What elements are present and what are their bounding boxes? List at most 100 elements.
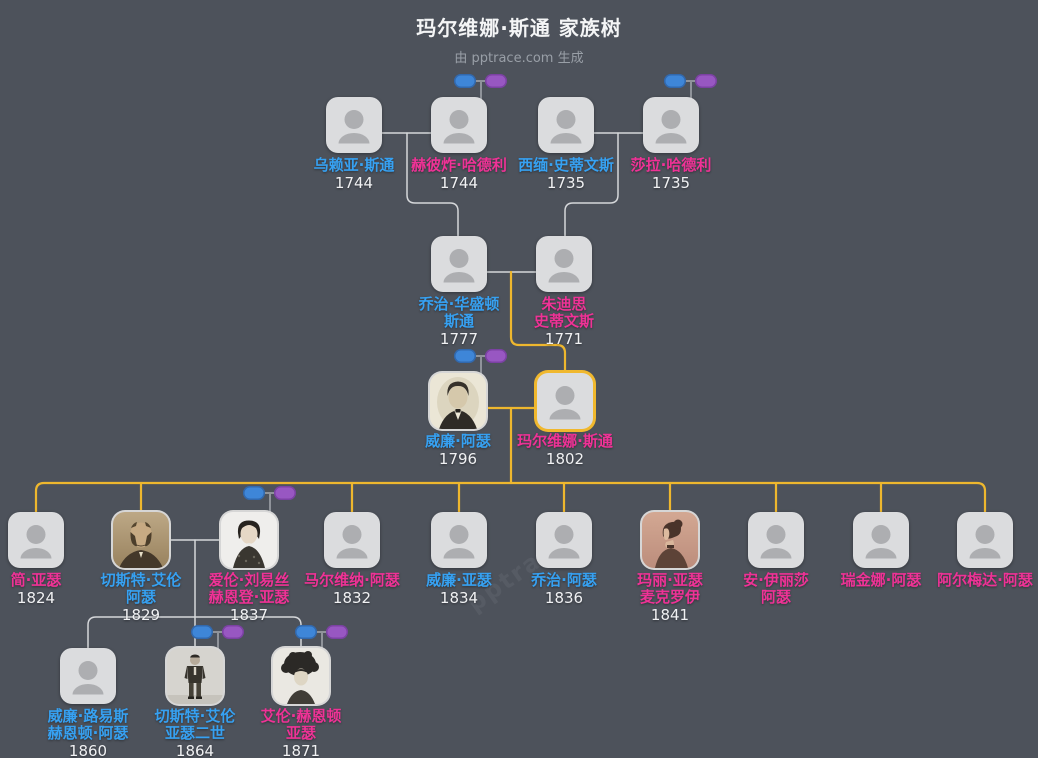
sepia-man-portrait[interactable] — [113, 512, 169, 568]
person-name: 爱伦·刘易丝赫恩登·亚瑟 — [209, 572, 290, 606]
engraved-man-portrait[interactable] — [430, 373, 486, 429]
person-name-line: 乌赖亚·斯通 — [313, 156, 395, 174]
relation-connector-line — [406, 132, 459, 237]
husband-pill-icon — [664, 74, 686, 88]
person-name-line: 麦克罗伊 — [639, 588, 700, 606]
person-name-line: 赫恩顿·阿瑟 — [47, 724, 129, 742]
person-avatar-placeholder-icon[interactable] — [536, 512, 592, 568]
marriage-link-bar — [474, 80, 488, 82]
lineage-connector-line — [509, 270, 567, 375]
wife-pill-icon — [222, 625, 244, 639]
person-avatar-placeholder-icon[interactable] — [60, 648, 116, 704]
marriage-link-stem — [269, 493, 271, 517]
person-name: 威廉·亚瑟 — [426, 572, 492, 589]
person-name: 乔治·阿瑟 — [531, 572, 597, 589]
person-name-line: 威廉·阿瑟 — [425, 432, 491, 450]
marriage-link-stem — [480, 81, 482, 105]
person-name: 阿尔梅达·阿瑟 — [937, 572, 1033, 589]
page-title: 玛尔维娜·斯通 家族树 — [416, 16, 622, 40]
person-name-line: 阿瑟 — [125, 588, 156, 606]
person-name: 西缅·史蒂文斯 — [518, 157, 614, 174]
wife-pill-icon — [274, 486, 296, 500]
person-name-line: 阿瑟 — [760, 588, 791, 606]
wife-pill-icon — [485, 74, 507, 88]
marriage-link-stem — [321, 632, 323, 656]
person-birth-year: 1841 — [650, 606, 690, 624]
person-avatar-placeholder-icon[interactable] — [8, 512, 64, 568]
sepia-woman-profile-portrait[interactable] — [642, 512, 698, 568]
person-name: 乔治·华盛顿斯通 — [419, 296, 500, 330]
person-name-line: 切斯特·艾伦 — [154, 707, 236, 725]
marriage-link-bar — [263, 492, 277, 494]
relation-connector-line — [87, 616, 302, 649]
marriage-link-icon[interactable] — [454, 349, 508, 383]
person-name: 艾伦·赫恩顿亚瑟 — [261, 708, 342, 742]
person-name: 威廉·路易斯赫恩顿·阿瑟 — [48, 708, 129, 742]
person-birth-year: 1832 — [332, 589, 372, 607]
marriage-link-icon[interactable] — [454, 74, 508, 108]
person-avatar-placeholder-icon[interactable] — [431, 236, 487, 292]
person-avatar-placeholder-icon[interactable] — [537, 373, 593, 429]
wife-pill-icon — [326, 625, 348, 639]
person-birth-year: 1837 — [229, 606, 269, 624]
marriage-link-icon[interactable] — [243, 486, 297, 520]
marriage-link-icon[interactable] — [295, 625, 349, 659]
person-name-line: 马尔维纳·阿瑟 — [304, 571, 400, 589]
person-avatar-placeholder-icon[interactable] — [748, 512, 804, 568]
person-name: 马尔维纳·阿瑟 — [304, 572, 400, 589]
person-birth-year: 1860 — [68, 742, 108, 758]
marriage-link-bar — [211, 631, 225, 633]
husband-pill-icon — [191, 625, 213, 639]
marriage-link-bar — [315, 631, 329, 633]
lineage-connector-line — [34, 481, 987, 514]
person-name-line: 简·亚瑟 — [10, 571, 62, 589]
page-subtitle: 由 pptrace.com 生成 — [454, 51, 584, 66]
sketch-woman-portrait[interactable] — [273, 648, 329, 704]
person-name-line: 亚瑟二世 — [164, 724, 225, 742]
person-name-line: 威廉·路易斯 — [47, 707, 129, 725]
person-name-line: 史蒂文斯 — [533, 312, 594, 330]
person-name-line: 朱迪思 — [541, 295, 587, 313]
photo-man-standing-portrait[interactable] — [167, 648, 223, 704]
person-avatar-placeholder-icon[interactable] — [431, 97, 487, 153]
person-name-line: 莎拉·哈德利 — [630, 156, 712, 174]
marriage-link-icon[interactable] — [664, 74, 718, 108]
person-avatar-placeholder-icon[interactable] — [326, 97, 382, 153]
person-birth-year: 1735 — [651, 174, 691, 192]
person-avatar-placeholder-icon[interactable] — [853, 512, 909, 568]
husband-pill-icon — [454, 349, 476, 363]
person-avatar-placeholder-icon[interactable] — [324, 512, 380, 568]
person-name: 瑞金娜·阿瑟 — [841, 572, 922, 589]
person-name-line: 斯通 — [443, 312, 474, 330]
person-birth-year: 1824 — [16, 589, 56, 607]
person-name: 简·亚瑟 — [11, 572, 62, 589]
person-name-line: 赫彼炸·哈德利 — [411, 156, 507, 174]
marriage-link-icon[interactable] — [191, 625, 245, 659]
person-birth-year: 1735 — [546, 174, 586, 192]
person-avatar-placeholder-icon[interactable] — [431, 512, 487, 568]
person-birth-year: 1864 — [175, 742, 215, 758]
person-avatar-placeholder-icon[interactable] — [957, 512, 1013, 568]
person-avatar-placeholder-icon[interactable] — [536, 236, 592, 292]
person-name-line: 艾伦·赫恩顿 — [260, 707, 342, 725]
person-name-line: 玛尔维娜·斯通 — [517, 432, 613, 450]
person-name-line: 赫恩登·亚瑟 — [208, 588, 290, 606]
person-avatar-placeholder-icon[interactable] — [538, 97, 594, 153]
person-name: 玛丽·亚瑟麦克罗伊 — [637, 572, 703, 606]
person-almeda-arthur: 阿尔梅达·阿瑟 — [925, 512, 1038, 589]
person-name-line: 安·伊丽莎 — [743, 571, 809, 589]
photo-woman-portrait[interactable] — [221, 512, 277, 568]
person-name-line: 乔治·华盛顿 — [418, 295, 500, 313]
person-avatar-placeholder-icon[interactable] — [643, 97, 699, 153]
relation-connector-line — [564, 132, 619, 237]
